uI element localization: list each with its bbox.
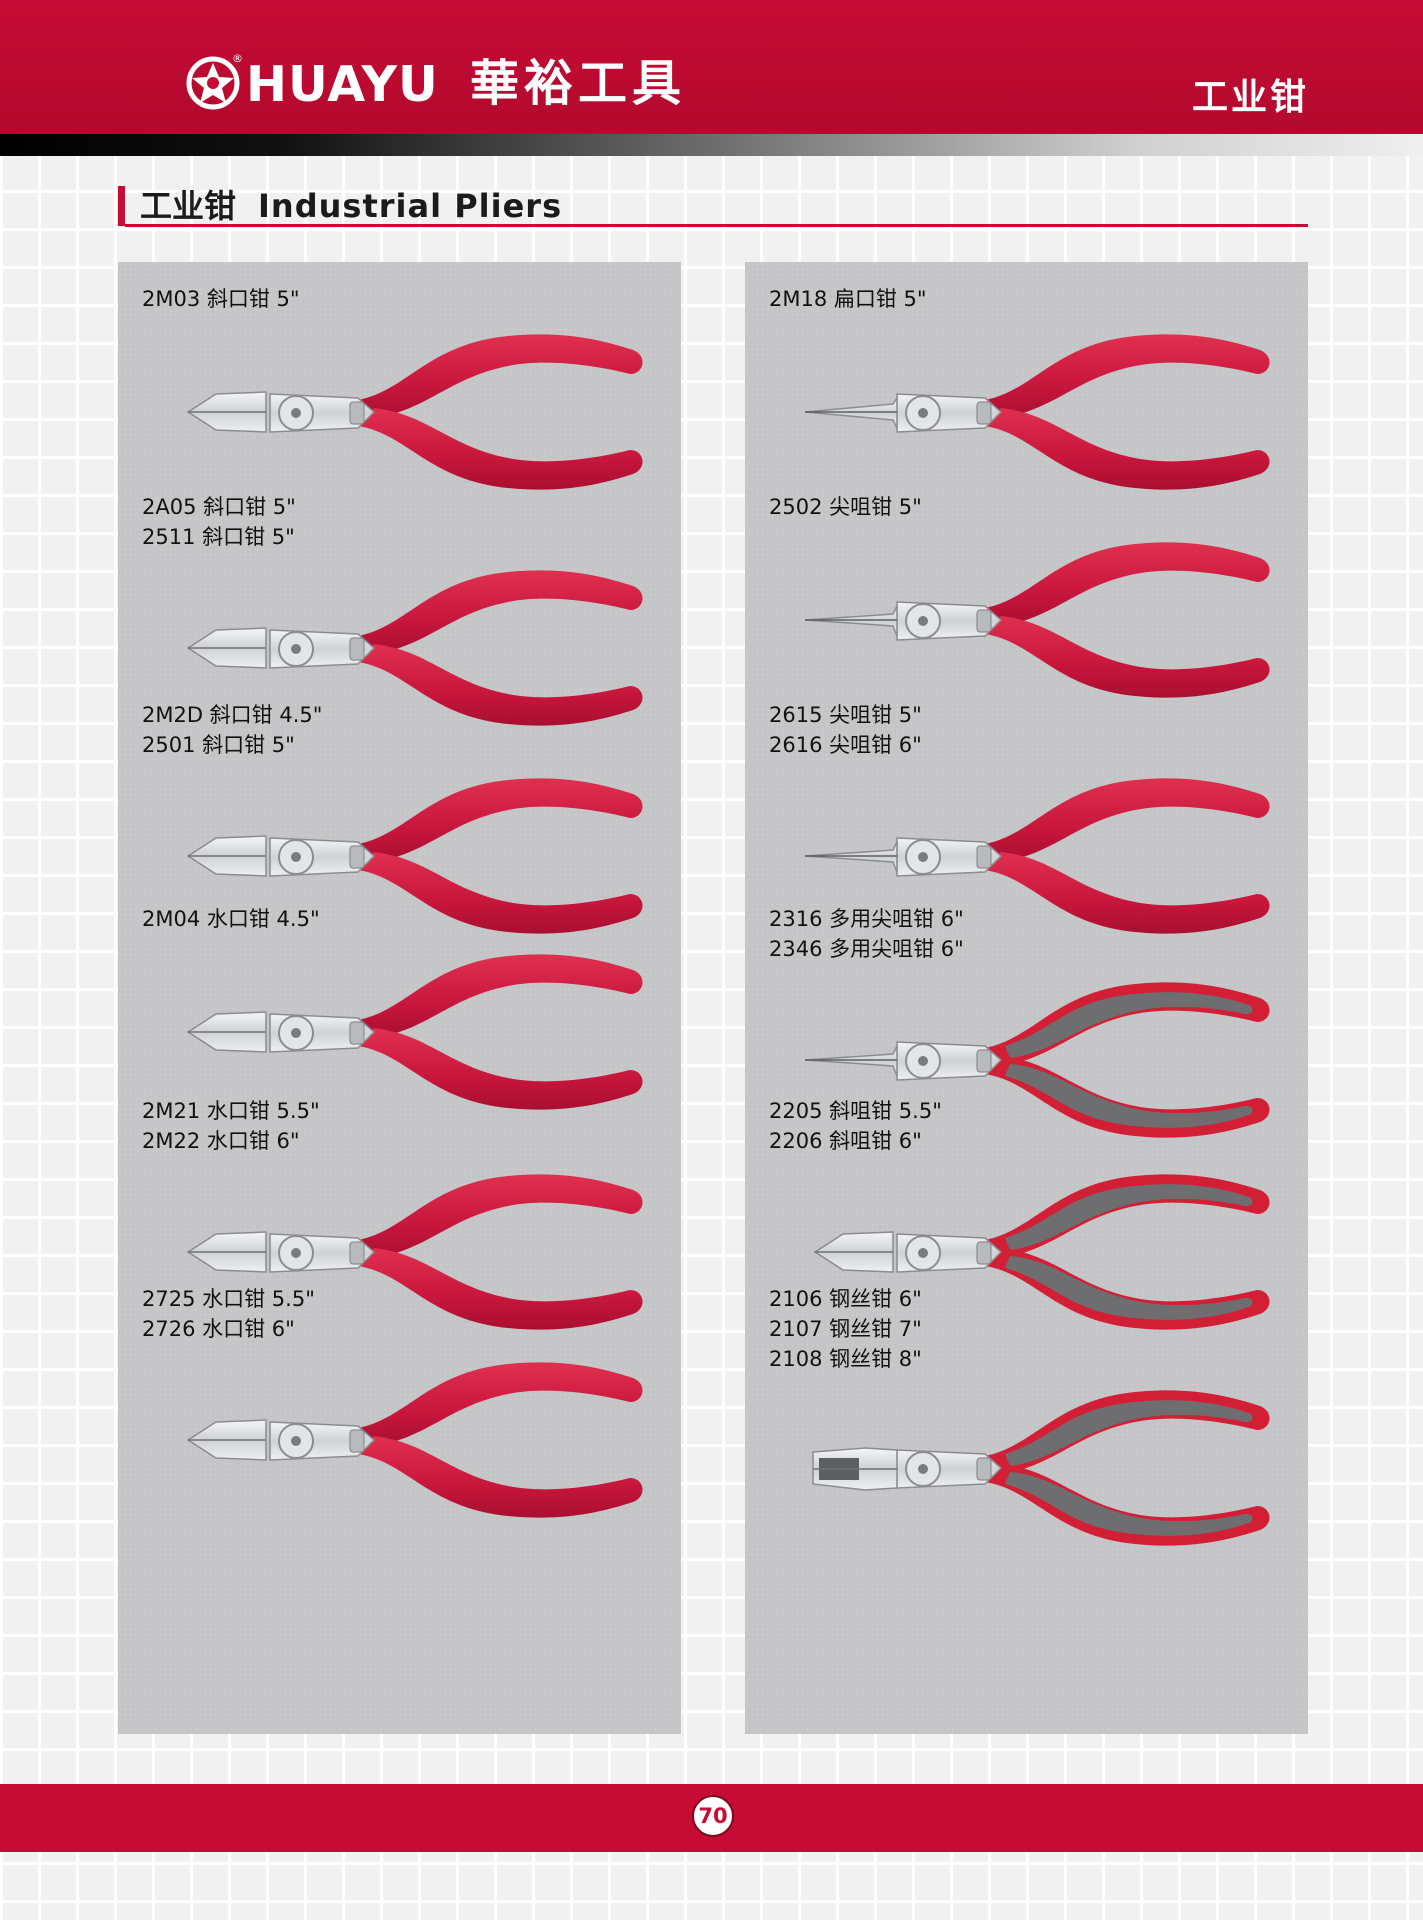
product-label-line: 2206 斜咀钳 6" — [769, 1129, 922, 1153]
page-header: ® HUAYU 華裕工具 工业钳 — [0, 0, 1423, 134]
product-item: 2615 尖咀钳 5" 2616 尖咀钳 6" — [745, 700, 1308, 934]
product-label: 2316 多用尖咀钳 6" 2346 多用尖咀钳 6" — [769, 904, 964, 964]
product-label: 2M04 水口钳 4.5" — [142, 904, 320, 934]
product-label: 2615 尖咀钳 5" 2616 尖咀钳 6" — [769, 700, 922, 760]
pliers-image — [805, 542, 1270, 698]
pliers-image — [805, 778, 1270, 934]
header-category: 工业钳 — [1191, 77, 1309, 118]
product-label-line: 2502 尖咀钳 5" — [769, 495, 922, 519]
product-item: 2205 斜咀钳 5.5" 2206 斜咀钳 6" — [745, 1096, 1308, 1330]
pliers-image — [805, 982, 1270, 1138]
product-label-line: 2A05 斜口钳 5" — [142, 495, 296, 519]
header-gradient-bar — [0, 134, 1423, 156]
product-label-line: 2106 钢丝钳 6" — [769, 1287, 922, 1311]
product-label-line: 2107 钢丝钳 7" — [769, 1317, 922, 1341]
pliers-image — [812, 1390, 1270, 1546]
product-label-line: 2M2D 斜口钳 4.5" — [142, 703, 323, 727]
section-title-en: Industrial Pliers — [258, 187, 563, 225]
pliers-image — [186, 1174, 643, 1330]
pliers-image — [813, 1174, 1270, 1330]
pliers-image — [186, 334, 643, 490]
product-label: 2106 钢丝钳 6" 2107 钢丝钳 7" 2108 钢丝钳 8" — [769, 1284, 922, 1374]
product-item: 2M04 水口钳 4.5" — [118, 904, 681, 1110]
product-label-line: 2346 多用尖咀钳 6" — [769, 937, 964, 961]
product-label-line: 2615 尖咀钳 5" — [769, 703, 922, 727]
product-label: 2M21 水口钳 5.5" 2M22 水口钳 6" — [142, 1096, 320, 1156]
product-label: 2502 尖咀钳 5" — [769, 492, 922, 522]
product-panel-right: 2M18 扁口钳 5" 2502 尖咀钳 5" 2615 尖咀钳 5" 2616 尖咀… — [745, 262, 1308, 1734]
product-label-line: 2501 斜口钳 5" — [142, 733, 295, 757]
pliers-image — [186, 954, 643, 1110]
product-label: 2M03 斜口钳 5" — [142, 284, 300, 314]
section-marker — [118, 186, 125, 226]
product-label-line: 2511 斜口钳 5" — [142, 525, 295, 549]
product-item: 2M2D 斜口钳 4.5" 2501 斜口钳 5" — [118, 700, 681, 934]
product-label-line: 2M18 扁口钳 5" — [769, 287, 927, 311]
product-label-line: 2726 水口钳 6" — [142, 1317, 295, 1341]
product-panel-left: 2M03 斜口钳 5" 2A05 斜口钳 5" 2511 斜口钳 5" 2M2D 斜口… — [118, 262, 681, 1734]
product-item: 2M21 水口钳 5.5" 2M22 水口钳 6" — [118, 1096, 681, 1330]
product-label-line: 2725 水口钳 5.5" — [142, 1287, 315, 1311]
product-item: 2725 水口钳 5.5" 2726 水口钳 6" — [118, 1284, 681, 1518]
pliers-image — [186, 778, 643, 934]
product-label: 2725 水口钳 5.5" 2726 水口钳 6" — [142, 1284, 315, 1344]
section-title-cn: 工业钳 — [140, 187, 237, 225]
brand-name-en: HUAYU — [246, 56, 439, 113]
section-divider — [125, 224, 1308, 227]
product-item: 2M18 扁口钳 5" — [745, 284, 1308, 490]
product-label-line: 2616 尖咀钳 6" — [769, 733, 922, 757]
product-label-line: 2108 钢丝钳 8" — [769, 1347, 922, 1371]
product-label-line: 2205 斜咀钳 5.5" — [769, 1099, 942, 1123]
product-label-line: 2M21 水口钳 5.5" — [142, 1099, 320, 1123]
product-label-line: 2316 多用尖咀钳 6" — [769, 907, 964, 931]
product-label: 2M2D 斜口钳 4.5" 2501 斜口钳 5" — [142, 700, 322, 760]
product-item: 2106 钢丝钳 6" 2107 钢丝钳 7" 2108 钢丝钳 8" — [745, 1284, 1308, 1546]
pliers-image — [186, 570, 643, 726]
product-item: 2A05 斜口钳 5" 2511 斜口钳 5" — [118, 492, 681, 726]
brand-name-cn: 華裕工具 — [470, 55, 687, 112]
registered-mark: ® — [232, 52, 243, 65]
product-item: 2316 多用尖咀钳 6" 2346 多用尖咀钳 6" — [745, 904, 1308, 1138]
product-label-line: 2M04 水口钳 4.5" — [142, 907, 320, 931]
product-item: 2502 尖咀钳 5" — [745, 492, 1308, 698]
product-label: 2205 斜咀钳 5.5" 2206 斜咀钳 6" — [769, 1096, 942, 1156]
product-label-line: 2M22 水口钳 6" — [142, 1129, 300, 1153]
product-label-line: 2M03 斜口钳 5" — [142, 287, 300, 311]
pliers-image — [186, 1362, 643, 1518]
product-item: 2M03 斜口钳 5" — [118, 284, 681, 490]
product-label: 2M18 扁口钳 5" — [769, 284, 927, 314]
product-label: 2A05 斜口钳 5" 2511 斜口钳 5" — [142, 492, 296, 552]
pliers-image — [805, 334, 1270, 490]
page-number: 70 — [692, 1795, 734, 1837]
section-title: 工业钳 Industrial Pliers — [140, 186, 562, 226]
huayu-logo-icon — [186, 56, 240, 110]
